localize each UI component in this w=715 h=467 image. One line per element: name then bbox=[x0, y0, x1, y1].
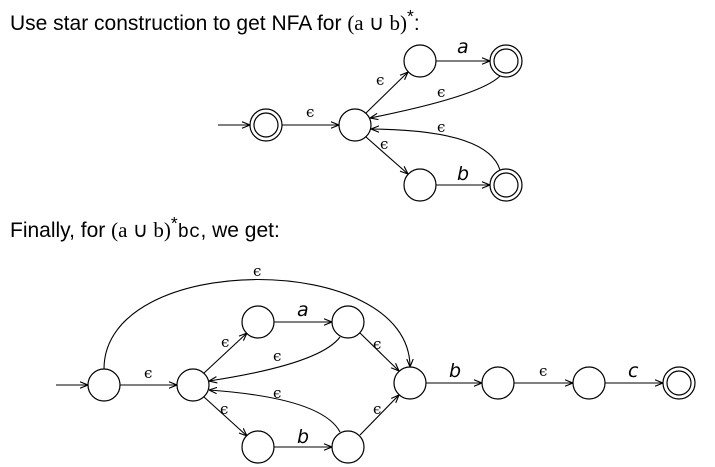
heading-text: Finally, for bbox=[10, 219, 112, 242]
label-eps-down-2: ϵ bbox=[220, 400, 228, 418]
regex-expression: (a ∪ b) bbox=[111, 218, 171, 242]
loop-state-2 bbox=[176, 368, 210, 402]
heading-star-construction: Use star construction to get NFA for (a … bbox=[10, 6, 420, 36]
edge-eps-up-2 bbox=[203, 333, 247, 374]
a-end-state-2 bbox=[331, 305, 365, 339]
label-a-2: a bbox=[297, 299, 309, 321]
label-eps-start-2: ϵ bbox=[144, 364, 152, 382]
edge-eps-to-join-top bbox=[359, 332, 399, 371]
edge-eps-down bbox=[365, 136, 408, 174]
label-eps-back-bottom: ϵ bbox=[437, 118, 445, 136]
label-eps-down: ϵ bbox=[380, 135, 388, 153]
heading-text: Use star construction to get NFA for bbox=[10, 12, 348, 35]
a-start-state bbox=[403, 44, 437, 78]
label-eps-mid: ϵ bbox=[539, 362, 547, 380]
label-c: c bbox=[628, 360, 639, 382]
regex-suffix: bc bbox=[177, 221, 201, 243]
before-c-state bbox=[572, 366, 606, 400]
edge-back-eps-top bbox=[370, 75, 501, 118]
join-state bbox=[393, 366, 427, 400]
a-accept-ring bbox=[493, 48, 519, 74]
heading-finally: Finally, for (a ∪ b)*bc, we get: bbox=[10, 213, 280, 243]
label-eps-back-bottom-2: ϵ bbox=[273, 384, 281, 402]
edge-back-eps-bottom bbox=[371, 129, 501, 171]
kleene-star: * bbox=[170, 213, 178, 233]
b-start-state bbox=[403, 168, 437, 202]
label-eps-to-join-top: ϵ bbox=[373, 335, 381, 353]
nfa-star-diagram: ϵ ϵ a ϵ ϵ ϵ b bbox=[218, 36, 523, 202]
final-state-accept-ring bbox=[666, 370, 692, 396]
edge-bypass-eps bbox=[103, 278, 410, 370]
edge-eps-up bbox=[365, 72, 408, 114]
label-eps-bypass: ϵ bbox=[253, 262, 261, 280]
edge-back-eps-top-2 bbox=[209, 336, 341, 381]
kleene-star: * bbox=[407, 6, 414, 26]
label-eps-back-top-2: ϵ bbox=[273, 347, 281, 365]
regex-expression: (a ∪ b) bbox=[347, 11, 407, 35]
b-accept-ring bbox=[493, 172, 519, 198]
label-eps-up-2: ϵ bbox=[221, 333, 229, 351]
edge-back-eps-bottom-2 bbox=[209, 390, 341, 433]
after-b-state bbox=[481, 366, 515, 400]
loop-state bbox=[338, 108, 372, 142]
start-state-accept-ring bbox=[253, 112, 279, 138]
nfa-full-diagram: ϵ ϵ ϵ a ϵ ϵ ϵ ϵ b ϵ b ϵ c bbox=[56, 262, 696, 464]
label-b-lower: b bbox=[297, 426, 309, 448]
start-state-2 bbox=[87, 368, 121, 402]
label-eps-up: ϵ bbox=[376, 71, 384, 89]
label-b: b bbox=[449, 360, 461, 382]
label-b: b bbox=[457, 163, 469, 185]
label-eps-to-join-bottom: ϵ bbox=[373, 400, 381, 418]
label-eps-start: ϵ bbox=[306, 103, 314, 121]
heading-tail: , we get: bbox=[200, 219, 280, 242]
heading-colon: : bbox=[413, 12, 420, 35]
label-eps-back-top: ϵ bbox=[437, 83, 445, 101]
label-a: a bbox=[457, 36, 469, 58]
edge-eps-down-2 bbox=[203, 396, 247, 436]
b-end-state-2 bbox=[331, 430, 365, 464]
edge-eps-to-join-bottom bbox=[359, 395, 399, 436]
